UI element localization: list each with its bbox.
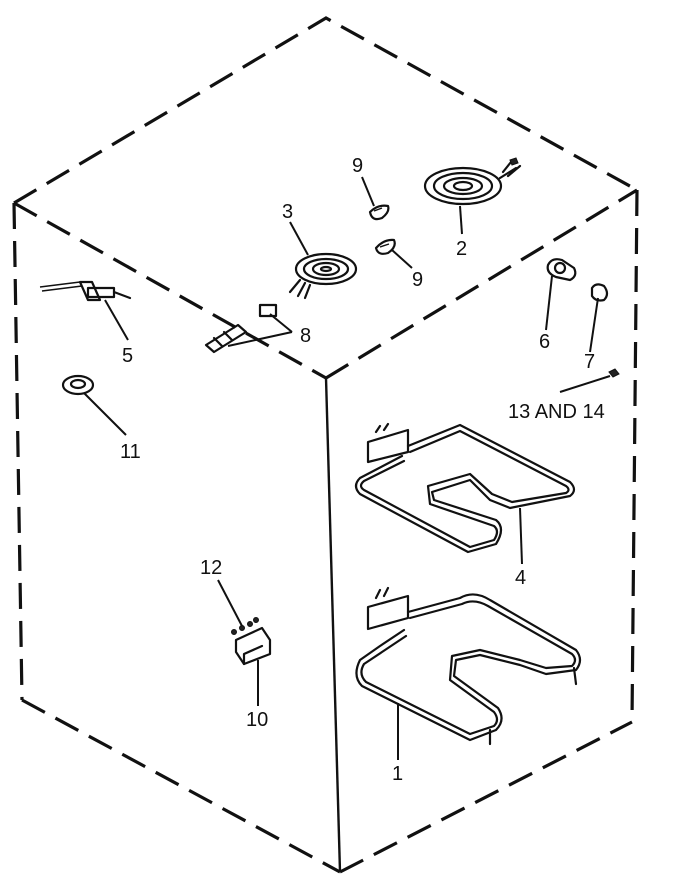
terminal-block [258,303,278,318]
leader-9a [361,176,375,207]
wire-clip [204,323,248,354]
receptacle-block-upper [368,204,390,221]
cabinet-outline [12,16,639,874]
leader-2 [459,205,463,235]
callout-11: 11 [120,441,141,463]
lamp-socket [546,258,577,282]
top-back-edges [13,16,638,205]
callout-10: 10 [246,709,268,731]
leader-8a [227,331,293,347]
callout-12: 12 [200,557,222,579]
front-vertical-edge [324,377,342,873]
callout-9-upper: 9 [352,155,363,177]
leader-12 [217,579,243,627]
leader-6 [545,275,553,331]
callout-3: 3 [282,201,293,223]
leader-4 [519,507,523,565]
light-bulb [590,283,609,302]
bake-element [355,586,582,746]
leader-3 [289,221,309,256]
mounting-bracket [234,626,272,666]
bottom-right-edge [339,720,633,874]
callout-4: 4 [515,567,526,589]
callout-5: 5 [122,345,133,367]
top-front-right-edge [325,188,638,380]
callout-6: 6 [539,331,550,353]
surface-element-small [288,252,358,300]
receptacle-block-lower [374,238,396,255]
leader-13 [559,375,611,393]
callout-7: 7 [584,351,595,373]
small-screw [608,368,620,378]
leader-lines [83,176,611,760]
left-vertical-edge [12,202,24,701]
top-front-left-edge [13,201,327,380]
callout-13-and-14: 13 AND 14 [508,401,605,423]
leader-7 [589,297,599,353]
bottom-left-edge [21,698,341,874]
temperature-sensor [39,280,132,302]
grommet [61,374,95,396]
callout-9-lower: 9 [412,269,423,291]
callout-2: 2 [456,238,467,260]
leader-11 [83,392,127,436]
surface-element-large [423,157,522,206]
callout-1: 1 [392,763,403,785]
leader-9b [391,249,413,269]
callout-labels: 1 2 3 4 5 6 7 8 9 9 10 11 12 13 AND 14 [120,155,605,785]
callout-8: 8 [300,325,311,347]
right-vertical-edge [630,189,639,723]
leader-8b [269,313,293,333]
leader-5 [104,299,129,341]
broil-element [354,422,576,554]
